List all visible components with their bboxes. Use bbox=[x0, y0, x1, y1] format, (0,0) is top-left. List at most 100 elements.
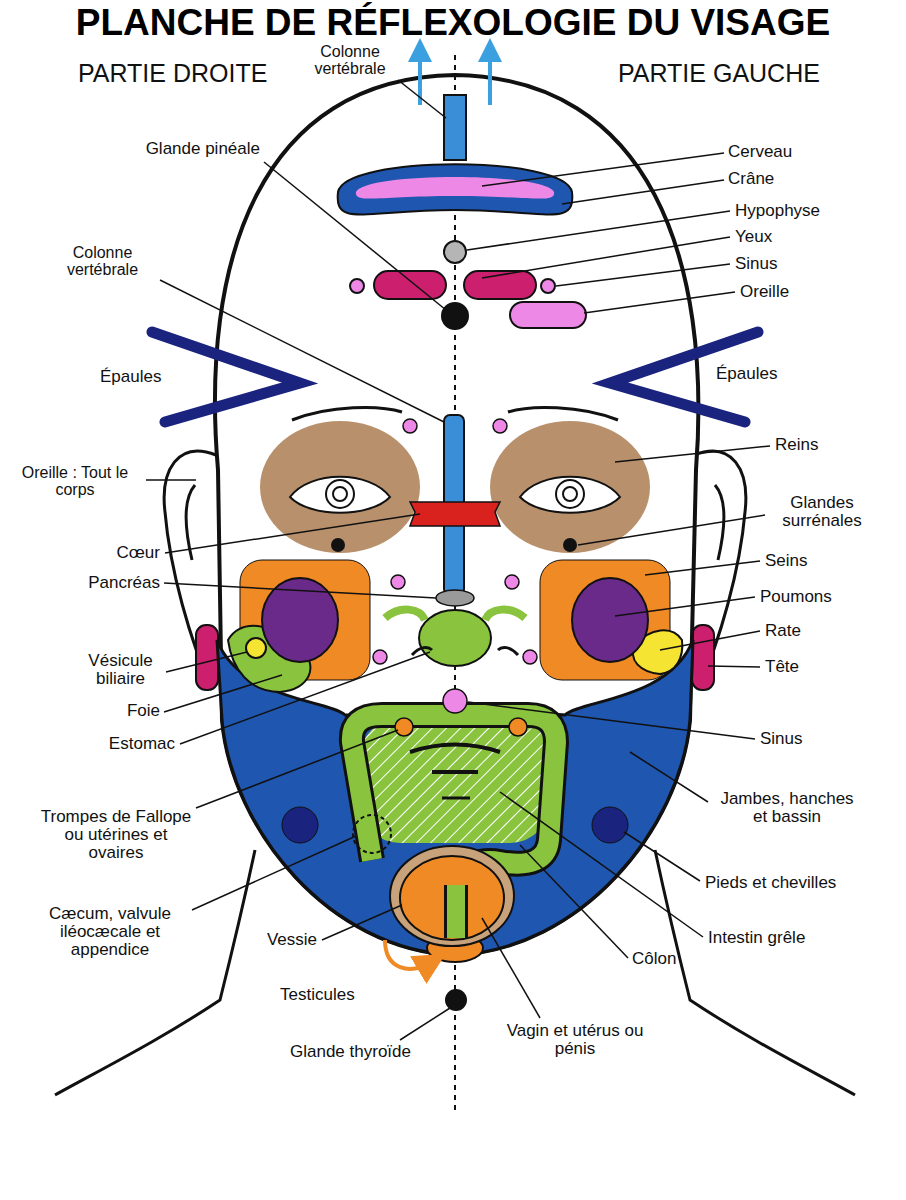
leader-lines bbox=[322, 905, 402, 940]
zone-label: Vagin et utérus ou pénis bbox=[505, 1022, 645, 1058]
zone-label: Rate bbox=[765, 622, 875, 640]
small-points bbox=[391, 575, 405, 589]
brows bbox=[292, 407, 402, 420]
thyroid-dot bbox=[445, 989, 467, 1011]
feet-dots bbox=[592, 807, 628, 843]
midline bbox=[488, 50, 492, 105]
leader-lines bbox=[165, 514, 420, 553]
bladder-zone bbox=[400, 856, 504, 940]
zone-label: Épaules bbox=[716, 365, 816, 383]
leader-lines bbox=[630, 752, 708, 802]
eyes bbox=[520, 477, 620, 513]
small-points bbox=[373, 650, 387, 664]
brain-zone bbox=[350, 279, 364, 293]
stomach-zone bbox=[498, 647, 518, 655]
leader-lines bbox=[520, 845, 628, 958]
intestine-zone bbox=[352, 715, 556, 938]
zone-label: Sinus bbox=[760, 730, 880, 748]
leader-lines bbox=[556, 264, 730, 286]
leader-lines bbox=[398, 80, 446, 118]
leader-lines bbox=[500, 792, 703, 937]
spine-zone bbox=[410, 502, 500, 526]
leader-lines bbox=[482, 918, 540, 1018]
zone-label: Pancréas bbox=[55, 574, 160, 592]
leader-lines bbox=[264, 162, 446, 310]
bladder-zone bbox=[385, 846, 514, 969]
zone-label: Cerveau bbox=[728, 143, 878, 161]
zone-label: Crâne bbox=[728, 170, 878, 188]
leader-lines bbox=[160, 280, 444, 422]
intestine-zone bbox=[352, 715, 556, 938]
zone-label: Poumons bbox=[760, 588, 890, 606]
zone-label: Glande pinéale bbox=[100, 140, 260, 158]
zone-label: Yeux bbox=[735, 228, 885, 246]
leader-lines bbox=[615, 446, 770, 462]
small-points bbox=[523, 650, 537, 664]
bladder-zone bbox=[444, 885, 468, 938]
zone-label: Glandes surrénales bbox=[766, 494, 878, 530]
intestine-zone bbox=[352, 689, 556, 938]
intestine-zone bbox=[353, 815, 391, 853]
stomach-zone bbox=[412, 647, 432, 655]
eyes bbox=[290, 477, 390, 513]
zone-label: Tête bbox=[765, 658, 875, 676]
brain-zone bbox=[338, 164, 573, 214]
zone-label: Intestin grêle bbox=[708, 929, 888, 947]
eyes bbox=[333, 487, 347, 501]
leader-lines bbox=[584, 292, 735, 313]
zone-label: Testicules bbox=[280, 986, 390, 1004]
zone-label: Vessie bbox=[245, 931, 317, 949]
zone-label: Glande thyroïde bbox=[290, 1043, 440, 1061]
leader-lines bbox=[708, 666, 760, 667]
stomach-zone bbox=[419, 610, 491, 666]
leader-lines bbox=[180, 652, 430, 744]
zone-label: Cœur bbox=[70, 544, 160, 562]
eyes bbox=[326, 480, 354, 508]
zone-label: Colonne vertébrale bbox=[300, 44, 400, 78]
thyroid-dot bbox=[445, 989, 467, 1011]
zone-label: Reins bbox=[775, 436, 885, 454]
zone-label: Sinus bbox=[735, 255, 885, 273]
zone-label: Foie bbox=[80, 702, 160, 720]
spine-zone bbox=[410, 415, 500, 606]
leader-lines bbox=[192, 836, 356, 910]
leader-lines bbox=[624, 832, 700, 881]
brain-zone bbox=[374, 271, 446, 299]
chart-title: PLANCHE DE RÉFLEXOLOGIE DU VISAGE bbox=[0, 2, 906, 44]
brain-zone bbox=[510, 302, 586, 328]
lung-zone bbox=[572, 578, 648, 662]
brain-zone bbox=[338, 95, 586, 329]
ear-zone bbox=[196, 625, 218, 690]
spine-zone bbox=[436, 590, 474, 606]
leader-lines bbox=[146, 80, 770, 1040]
zone-label: Pieds et chevilles bbox=[705, 874, 895, 892]
brain-zone bbox=[444, 241, 466, 263]
intestine-zone bbox=[432, 770, 478, 774]
leader-lines bbox=[400, 1008, 450, 1040]
zone-label: Hypophyse bbox=[735, 202, 885, 220]
breast-zone bbox=[240, 560, 670, 680]
zone-label: Cæcum, valvule iléocæcale et appendice bbox=[30, 905, 190, 959]
leader-lines bbox=[482, 153, 724, 186]
zone-label: Oreille bbox=[740, 283, 890, 301]
neck-outline bbox=[55, 850, 255, 1095]
small-points bbox=[505, 575, 519, 589]
stomach-zone bbox=[385, 610, 525, 666]
intestine-zone bbox=[395, 718, 413, 736]
eyes bbox=[556, 480, 584, 508]
leader-lines bbox=[164, 675, 282, 712]
brain-zone bbox=[541, 279, 555, 293]
bladder-zone bbox=[447, 885, 465, 938]
leader-lines bbox=[146, 479, 196, 481]
bladder-zone bbox=[390, 846, 514, 946]
zone-label: Trompes de Fallope ou utérines et ovaire… bbox=[40, 808, 192, 862]
zone-label: Seins bbox=[765, 552, 875, 570]
leader-lines bbox=[482, 237, 730, 278]
adrenal-dots bbox=[331, 538, 577, 552]
zone-label: Jambes, hanches et bassin bbox=[712, 790, 862, 826]
side-heading: PARTIE GAUCHE bbox=[618, 60, 878, 86]
feet-dots bbox=[282, 807, 318, 843]
eyes bbox=[563, 487, 577, 501]
leader-lines bbox=[645, 561, 760, 575]
